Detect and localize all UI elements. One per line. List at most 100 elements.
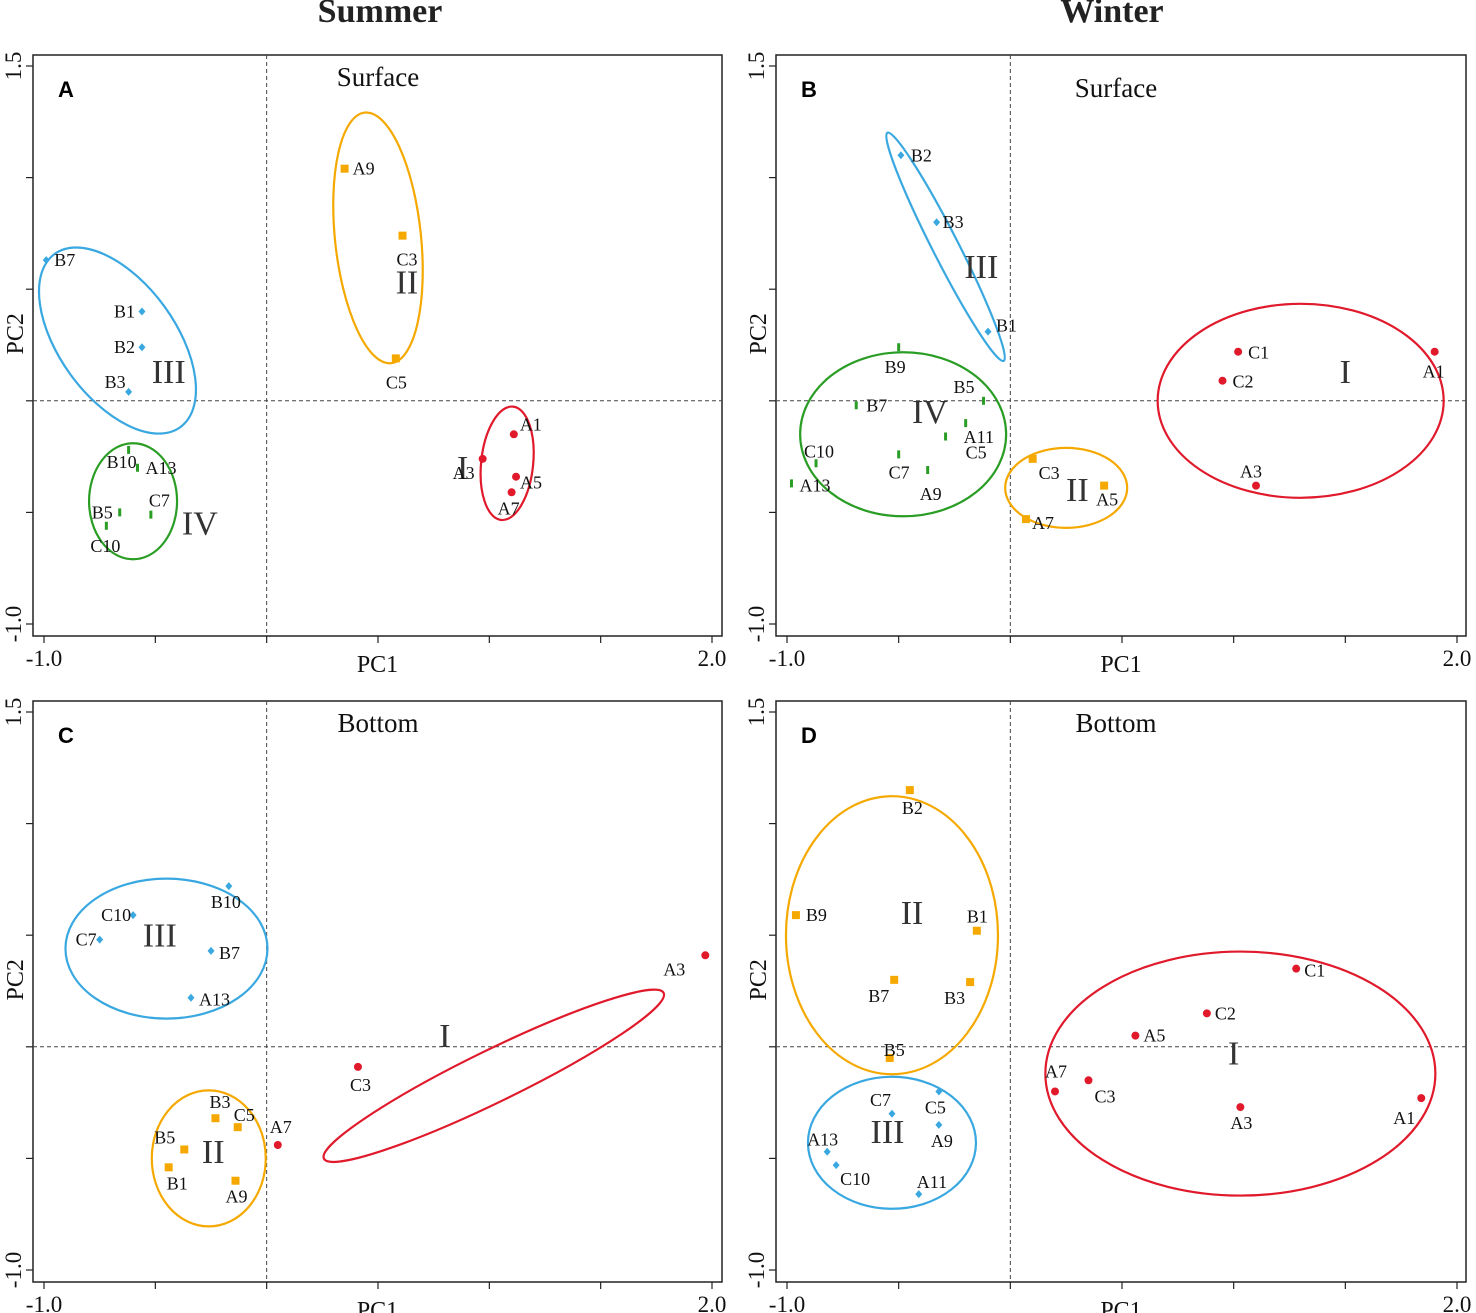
point-marker [814,459,818,468]
point-marker [478,454,487,463]
column-title-winter: Winter [1060,0,1163,30]
group-label: I [457,450,468,487]
point-label: B5 [954,377,975,397]
point-marker [507,488,516,497]
point-marker [42,256,50,265]
point-marker [926,465,930,474]
point-marker [127,445,131,454]
panel-subtitle: Bottom [337,708,418,738]
group-ellipse-iii [806,1075,978,1210]
point-marker [187,993,195,1002]
group-ellipse-i [322,988,666,1164]
group-ellipse-iv [87,442,179,561]
group-label: III [964,249,998,286]
point-label: A3 [1230,1113,1252,1133]
group-label: III [143,917,177,954]
point-label: C1 [1248,343,1269,363]
point-label: A1 [520,414,542,434]
x-axis-title: PC1 [1100,1298,1141,1313]
group-label: II [1066,472,1089,509]
point-marker [353,1062,362,1071]
point-label: A9 [920,484,942,504]
point-label: A3 [453,463,475,483]
point-label: B3 [943,212,964,232]
point-marker [136,463,140,472]
y-tick-label-max: 1.5 [1,698,26,727]
plot-frame [32,54,723,637]
point-marker [180,1145,189,1154]
point-marker [972,926,981,935]
point-label: A5 [1143,1026,1165,1046]
panel-letter: B [801,77,817,102]
point-label: A5 [1096,490,1118,510]
point-marker [398,231,407,240]
point-label: A5 [520,473,542,493]
point-marker [1234,347,1243,356]
point-label: C7 [149,491,170,511]
point-marker [701,951,710,960]
y-axis-title: PC2 [3,959,29,1000]
point-label: C10 [804,441,834,461]
point-marker [164,1163,173,1172]
point-marker [1218,376,1227,385]
point-label: A3 [663,959,685,979]
point-marker [512,472,521,481]
panel-subtitle: Bottom [1075,708,1156,738]
group-label: I [439,1018,450,1055]
point-marker [854,401,858,410]
y-tick-label-min: -1.0 [1,1252,26,1288]
point-label: B7 [868,986,889,1006]
point-label: C7 [889,462,910,482]
panel-letter: A [58,77,74,102]
panel-subtitle: Surface [337,62,419,92]
point-marker [125,387,133,396]
y-tick-label-max: 1.5 [744,52,769,81]
x-axis-title: PC1 [1100,652,1141,678]
plot-frame [775,54,1467,637]
point-label: C5 [234,1105,255,1125]
point-marker [1084,1076,1093,1085]
point-marker [1236,1103,1245,1112]
point-marker [1131,1031,1140,1040]
point-marker [340,164,349,173]
x-tick-label-min: -1.0 [769,646,805,671]
point-marker [823,1147,831,1156]
point-marker [118,508,122,517]
y-axis-title: PC2 [3,313,29,354]
point-marker [104,521,108,530]
y-tick-label-max: 1.5 [744,698,769,727]
point-marker [897,450,901,459]
point-label: B5 [92,502,113,522]
point-label: C10 [840,1169,870,1189]
point-marker [129,911,137,920]
group-ellipse-ii [332,111,424,365]
x-axis-title: PC1 [357,652,398,678]
panel-letter: D [801,723,817,748]
x-tick-label-min: -1.0 [26,1292,62,1313]
point-label: C2 [1233,372,1254,392]
point-label: C5 [386,372,407,392]
point-label: B3 [105,372,126,392]
point-label: A9 [931,1131,953,1151]
point-label: B2 [114,337,135,357]
point-label: A1 [1393,1108,1415,1128]
x-tick-label-min: -1.0 [769,1292,805,1313]
x-tick-label-min: -1.0 [26,646,62,671]
point-marker [789,479,793,488]
point-label: B7 [219,943,240,963]
point-marker [933,218,941,227]
point-label: B5 [154,1127,175,1147]
point-label: A1 [1423,362,1445,382]
point-marker [1292,964,1301,973]
point-marker [791,911,800,920]
point-marker [225,882,233,891]
point-label: A13 [146,458,177,478]
point-label: B1 [967,907,988,927]
point-marker [233,1123,242,1132]
point-label: C7 [870,1090,891,1110]
